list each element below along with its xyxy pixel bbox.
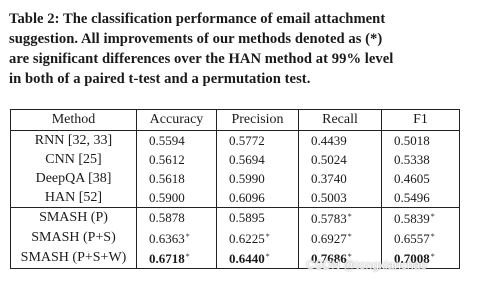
significance-marker: * [265, 232, 270, 241]
cell-accuracy: 0.5878 [136, 207, 217, 228]
table-row: HAN [52] 0.5900 0.6096 0.5003 0.5496 [10, 188, 460, 208]
value-text: 0.5783 [311, 211, 347, 226]
value-text: 0.6225 [229, 231, 265, 246]
cell-f1: 0.4605 [381, 169, 460, 188]
cell-accuracy: 0.6363* [136, 228, 217, 248]
cell-recall: 0.5783* [298, 207, 382, 228]
significance-marker: * [265, 252, 270, 261]
cell-f1: 0.5338 [381, 150, 460, 169]
table-row: RNN [32, 33] 0.5594 0.5772 0.4439 0.5018 [10, 130, 460, 150]
significance-marker: * [430, 232, 435, 241]
cell-method: CNN [25] [10, 150, 137, 169]
cell-recall: 0.3740 [298, 169, 382, 188]
table-row: SMASH (P+S+W) 0.6718* 0.6440* 0.7686* 0.… [10, 248, 460, 269]
significance-marker: * [347, 252, 352, 261]
significance-marker: * [430, 212, 435, 221]
header-accuracy: Accuracy [136, 109, 217, 131]
caption-line-3: are significant differences over the HAN… [9, 51, 394, 67]
cell-accuracy: 0.6718* [136, 248, 217, 269]
cell-f1: 0.7008* [381, 248, 460, 269]
cell-f1: 0.5018 [381, 130, 460, 150]
cell-method: SMASH (P+S+W) [10, 248, 137, 269]
value-text: 0.6718 [149, 251, 185, 266]
cell-precision: 0.5772 [216, 130, 299, 150]
caption-line-2: suggestion. All improvements of our meth… [9, 31, 383, 47]
value-text: 0.6363 [149, 231, 185, 246]
table-row: SMASH (P) 0.5878 0.5895 0.5783* 0.5839* [10, 207, 460, 228]
cell-method: SMASH (P+S) [10, 228, 137, 248]
significance-marker: * [347, 232, 352, 241]
header-recall: Recall [298, 109, 382, 131]
value-text: 0.6557 [394, 231, 430, 246]
value-text: 0.7686 [311, 251, 347, 266]
value-text: 0.6440 [229, 251, 265, 266]
cell-precision: 0.5895 [216, 207, 299, 228]
cell-method: DeepQA [38] [10, 169, 137, 188]
cell-f1: 0.5496 [381, 188, 460, 208]
header-row: Method Accuracy Precision Recall F1 [10, 109, 460, 131]
table-row: SMASH (P+S) 0.6363* 0.6225* 0.6927* 0.65… [10, 228, 460, 248]
table-caption: Table 2: The classification performance … [9, 9, 479, 89]
table-row: DeepQA [38] 0.5618 0.5990 0.3740 0.4605 [10, 169, 460, 188]
significance-marker: * [430, 252, 435, 261]
significance-marker: * [185, 252, 190, 261]
significance-marker: * [347, 212, 352, 221]
results-table: Method Accuracy Precision Recall F1 RNN … [10, 109, 460, 269]
cell-f1: 0.6557* [381, 228, 460, 248]
cell-recall: 0.5024 [298, 150, 382, 169]
cell-f1: 0.5839* [381, 207, 460, 228]
cell-accuracy: 0.5612 [136, 150, 217, 169]
cell-accuracy: 0.5594 [136, 130, 217, 150]
cell-precision: 0.5694 [216, 150, 299, 169]
cell-accuracy: 0.5618 [136, 169, 217, 188]
cell-precision: 0.5990 [216, 169, 299, 188]
cell-precision: 0.6440* [216, 248, 299, 269]
header-method: Method [10, 109, 137, 131]
caption-line-1: Table 2: The classification performance … [9, 11, 386, 27]
header-f1: F1 [381, 109, 460, 131]
cell-method: HAN [52] [10, 188, 137, 208]
cell-precision: 0.6225* [216, 228, 299, 248]
cell-method: SMASH (P) [10, 207, 137, 228]
cell-precision: 0.6096 [216, 188, 299, 208]
table-row: CNN [25] 0.5612 0.5694 0.5024 0.5338 [10, 150, 460, 169]
caption-line-4: in both of a paired t-test and a permuta… [9, 71, 311, 87]
cell-method: RNN [32, 33] [10, 130, 137, 150]
watermark: CSDN @tongxianchao [306, 258, 427, 272]
cell-accuracy: 0.5900 [136, 188, 217, 208]
value-text: 0.6927 [311, 231, 347, 246]
significance-marker: * [185, 232, 190, 241]
value-text: 0.7008 [394, 251, 430, 266]
value-text: 0.5839 [394, 211, 430, 226]
header-precision: Precision [216, 109, 299, 131]
cell-recall: 0.4439 [298, 130, 382, 150]
cell-recall: 0.5003 [298, 188, 382, 208]
cell-recall: 0.6927* [298, 228, 382, 248]
